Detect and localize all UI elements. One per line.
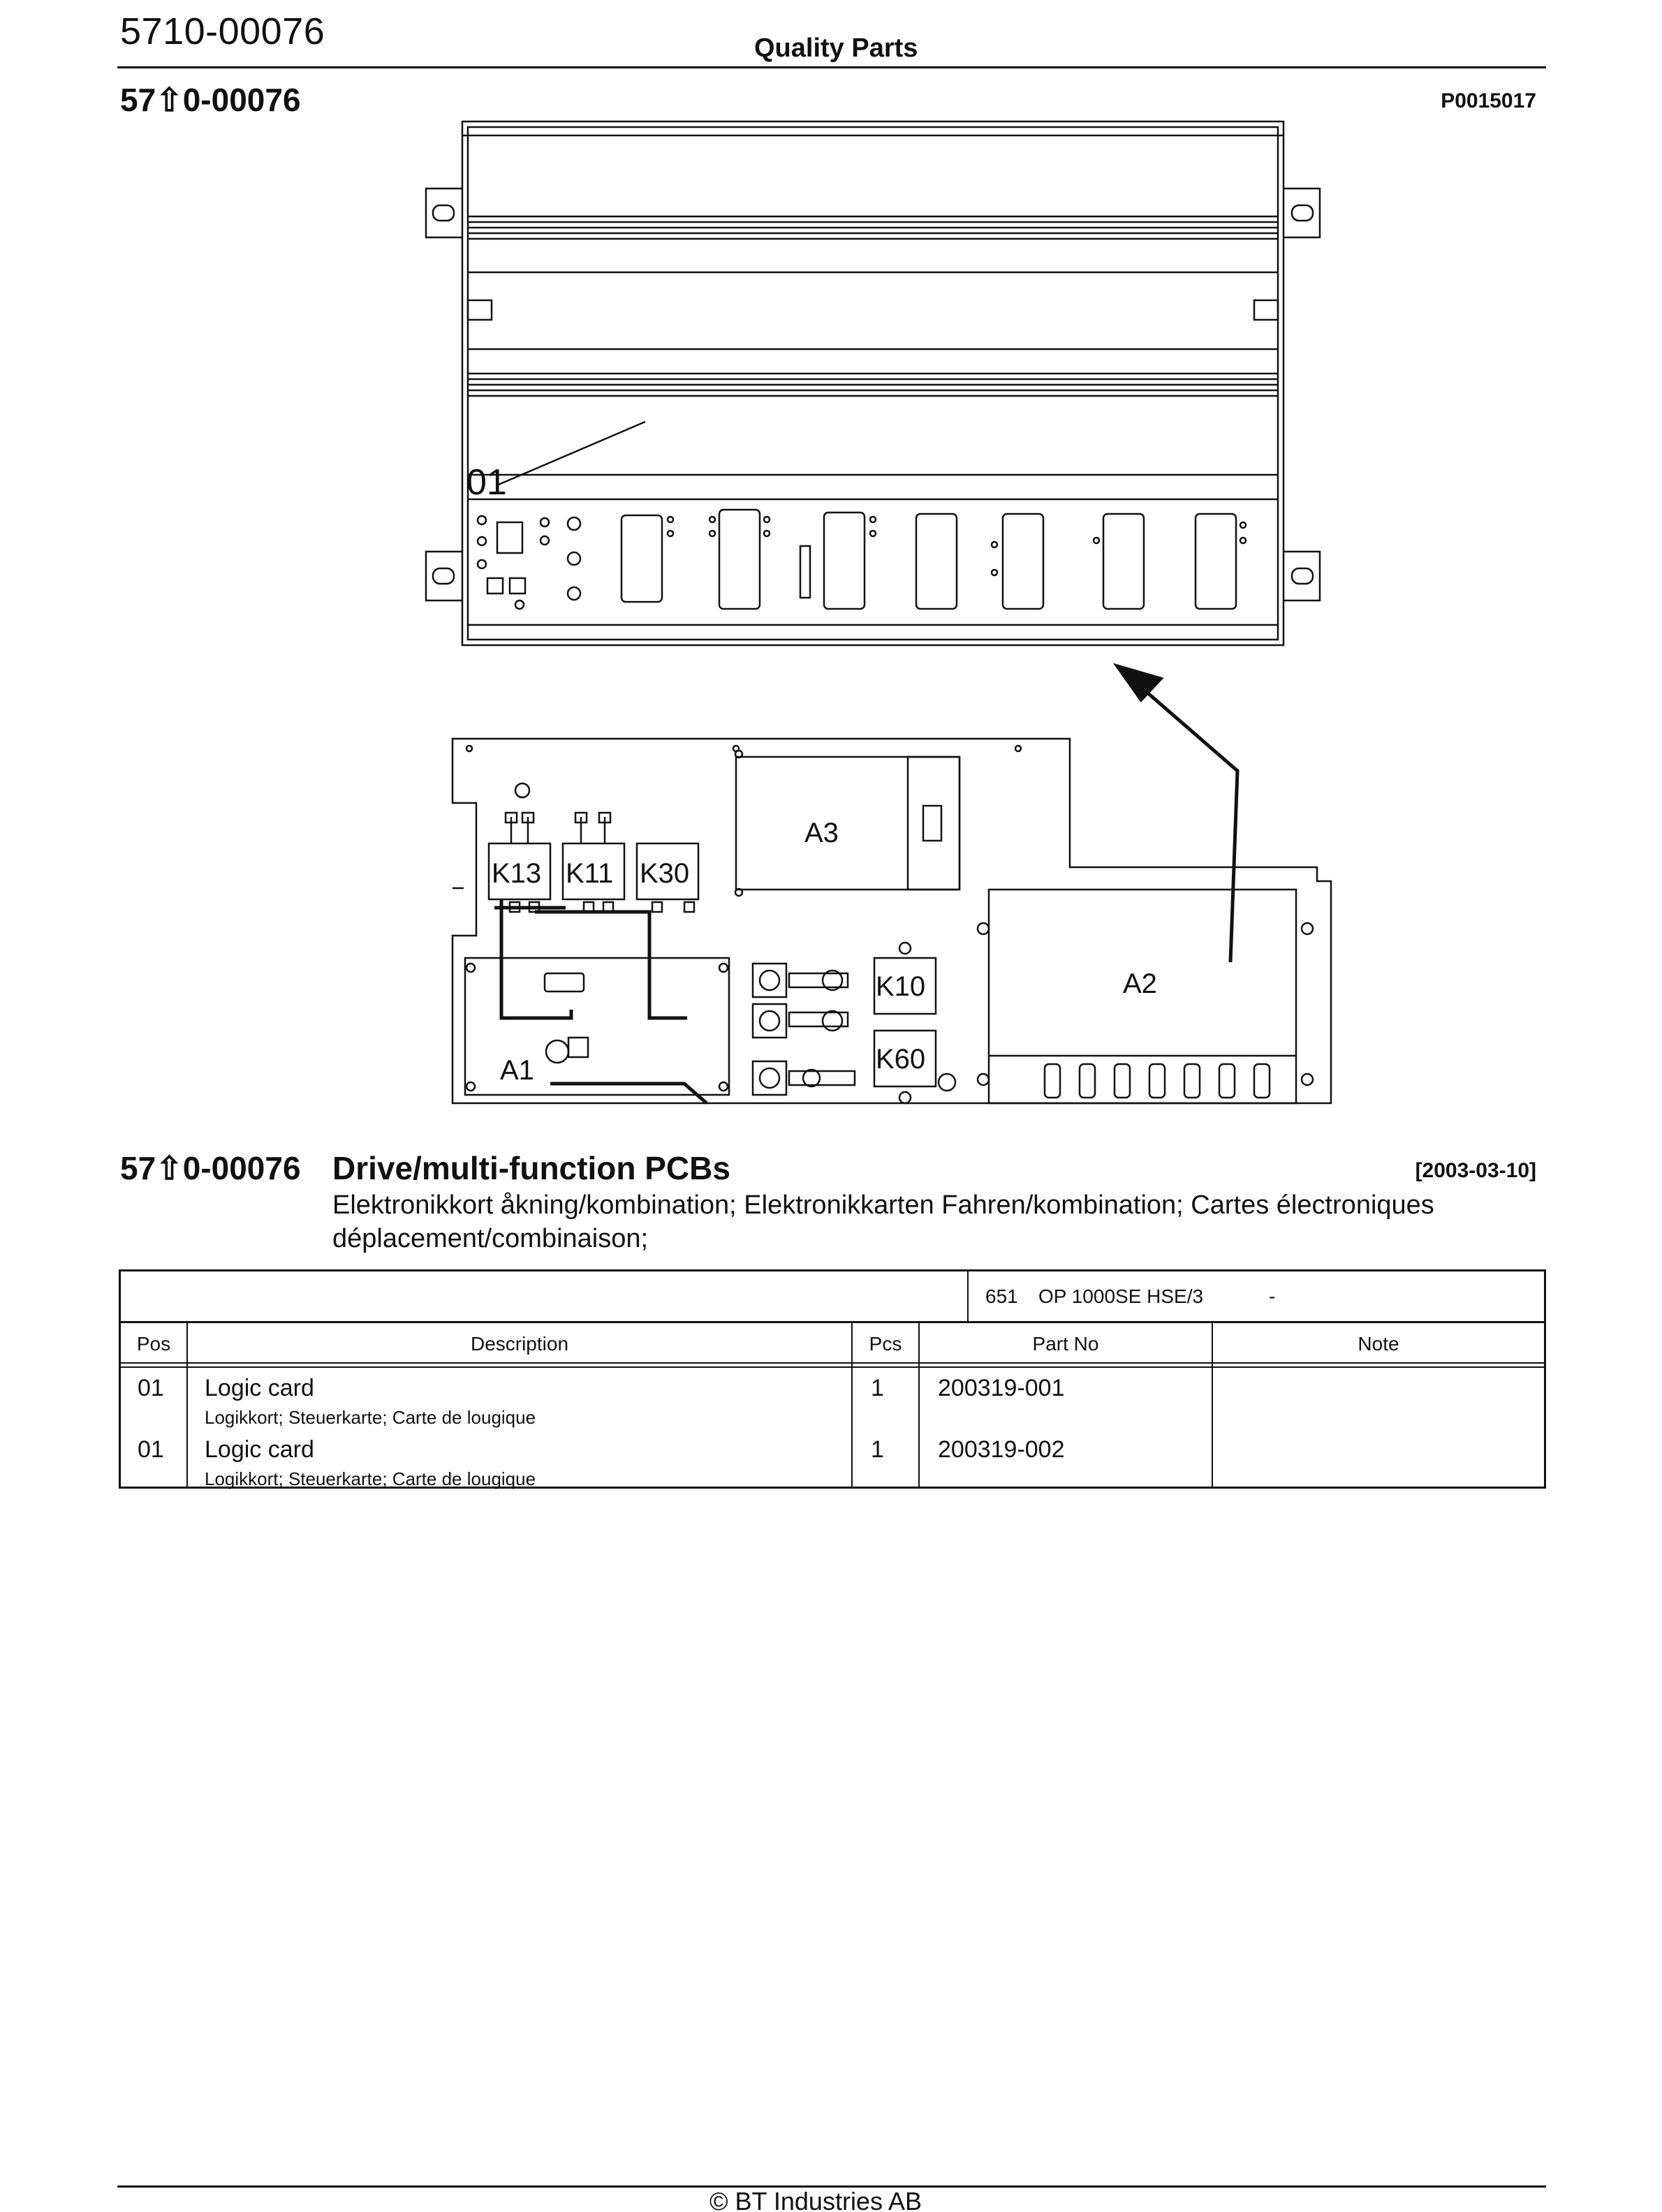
header-divider <box>117 66 1546 68</box>
row-pos: 01 <box>138 1436 164 1463</box>
label-a3: A3 <box>804 818 839 848</box>
table-row: 01 Logic card Logikkort; Steuerkarte; Ca… <box>121 1432 1544 1494</box>
logic-card-drawing <box>425 120 1321 647</box>
header-divider-line <box>121 1366 1544 1368</box>
label-a2: A2 <box>1123 968 1157 999</box>
row-pcs: 1 <box>871 1375 884 1401</box>
part-date: [2003-03-10] <box>1415 1159 1536 1182</box>
footer-divider <box>117 2185 1546 2188</box>
row-pcs: 1 <box>871 1436 884 1463</box>
pointer-arrow <box>1112 663 1240 963</box>
label-k11: K11 <box>566 858 613 889</box>
row-description-translation: Logikkort; Steuerkarte; Carte de lougiqu… <box>205 1407 536 1428</box>
model-range: - <box>1269 1285 1276 1307</box>
model-cell: 651 OP 1000SE HSE/3 - <box>967 1271 1544 1321</box>
label-k10: K10 <box>876 971 925 1002</box>
footer-copyright: © BT Industries AB <box>709 2187 922 2212</box>
part-title: Drive/multi-function PCBs <box>332 1150 730 1186</box>
column-header-description: Description <box>470 1333 569 1355</box>
label-a1: A1 <box>500 1055 534 1086</box>
model-row: 651 OP 1000SE HSE/3 - <box>121 1271 1544 1323</box>
picture-id: P0015017 <box>1441 89 1536 112</box>
part-id: 57⇧0-00076 <box>120 1150 301 1186</box>
document-number: 5710-00076 <box>120 10 325 52</box>
part-translation: Elektronikkort åkning/kombination; Elekt… <box>332 1190 1434 1253</box>
table-header-row: Pos Description Pcs Part No Note <box>121 1323 1544 1364</box>
parts-illustration: 01 <box>425 120 1332 1105</box>
parts-table: 651 OP 1000SE HSE/3 - Pos Description Pc… <box>119 1269 1546 1489</box>
row-part-no: 200319-002 <box>938 1436 1065 1463</box>
column-divider <box>1212 1323 1213 1487</box>
column-divider <box>851 1323 853 1487</box>
table-row: 01 Logic card Logikkort; Steuerkarte; Ca… <box>121 1371 1544 1432</box>
section-id: 57⇧0-00076 <box>120 82 301 118</box>
electrical-panel-drawing <box>451 737 1332 1105</box>
row-description-translation: Logikkort; Steuerkarte; Carte de lougiqu… <box>205 1468 536 1489</box>
column-header-note: Note <box>1358 1333 1399 1355</box>
row-part-no: 200319-001 <box>938 1375 1065 1401</box>
column-header-pcs: Pcs <box>869 1333 902 1355</box>
header-divider-line <box>121 1362 1544 1364</box>
column-header-part-no: Part No <box>1032 1333 1099 1355</box>
model-name: OP 1000SE HSE/3 <box>1038 1285 1204 1307</box>
row-description: Logic card <box>205 1436 314 1463</box>
callout-01: 01 <box>466 462 507 503</box>
label-k60: K60 <box>876 1044 925 1075</box>
model-code: 651 <box>985 1285 1018 1307</box>
header-title: Quality Parts <box>754 34 918 63</box>
label-k30: K30 <box>640 858 689 889</box>
label-k13: K13 <box>492 858 541 889</box>
column-divider <box>918 1323 920 1487</box>
row-pos: 01 <box>138 1375 164 1401</box>
column-header-pos: Pos <box>136 1333 171 1355</box>
column-divider <box>186 1323 188 1487</box>
row-description: Logic card <box>205 1375 314 1401</box>
